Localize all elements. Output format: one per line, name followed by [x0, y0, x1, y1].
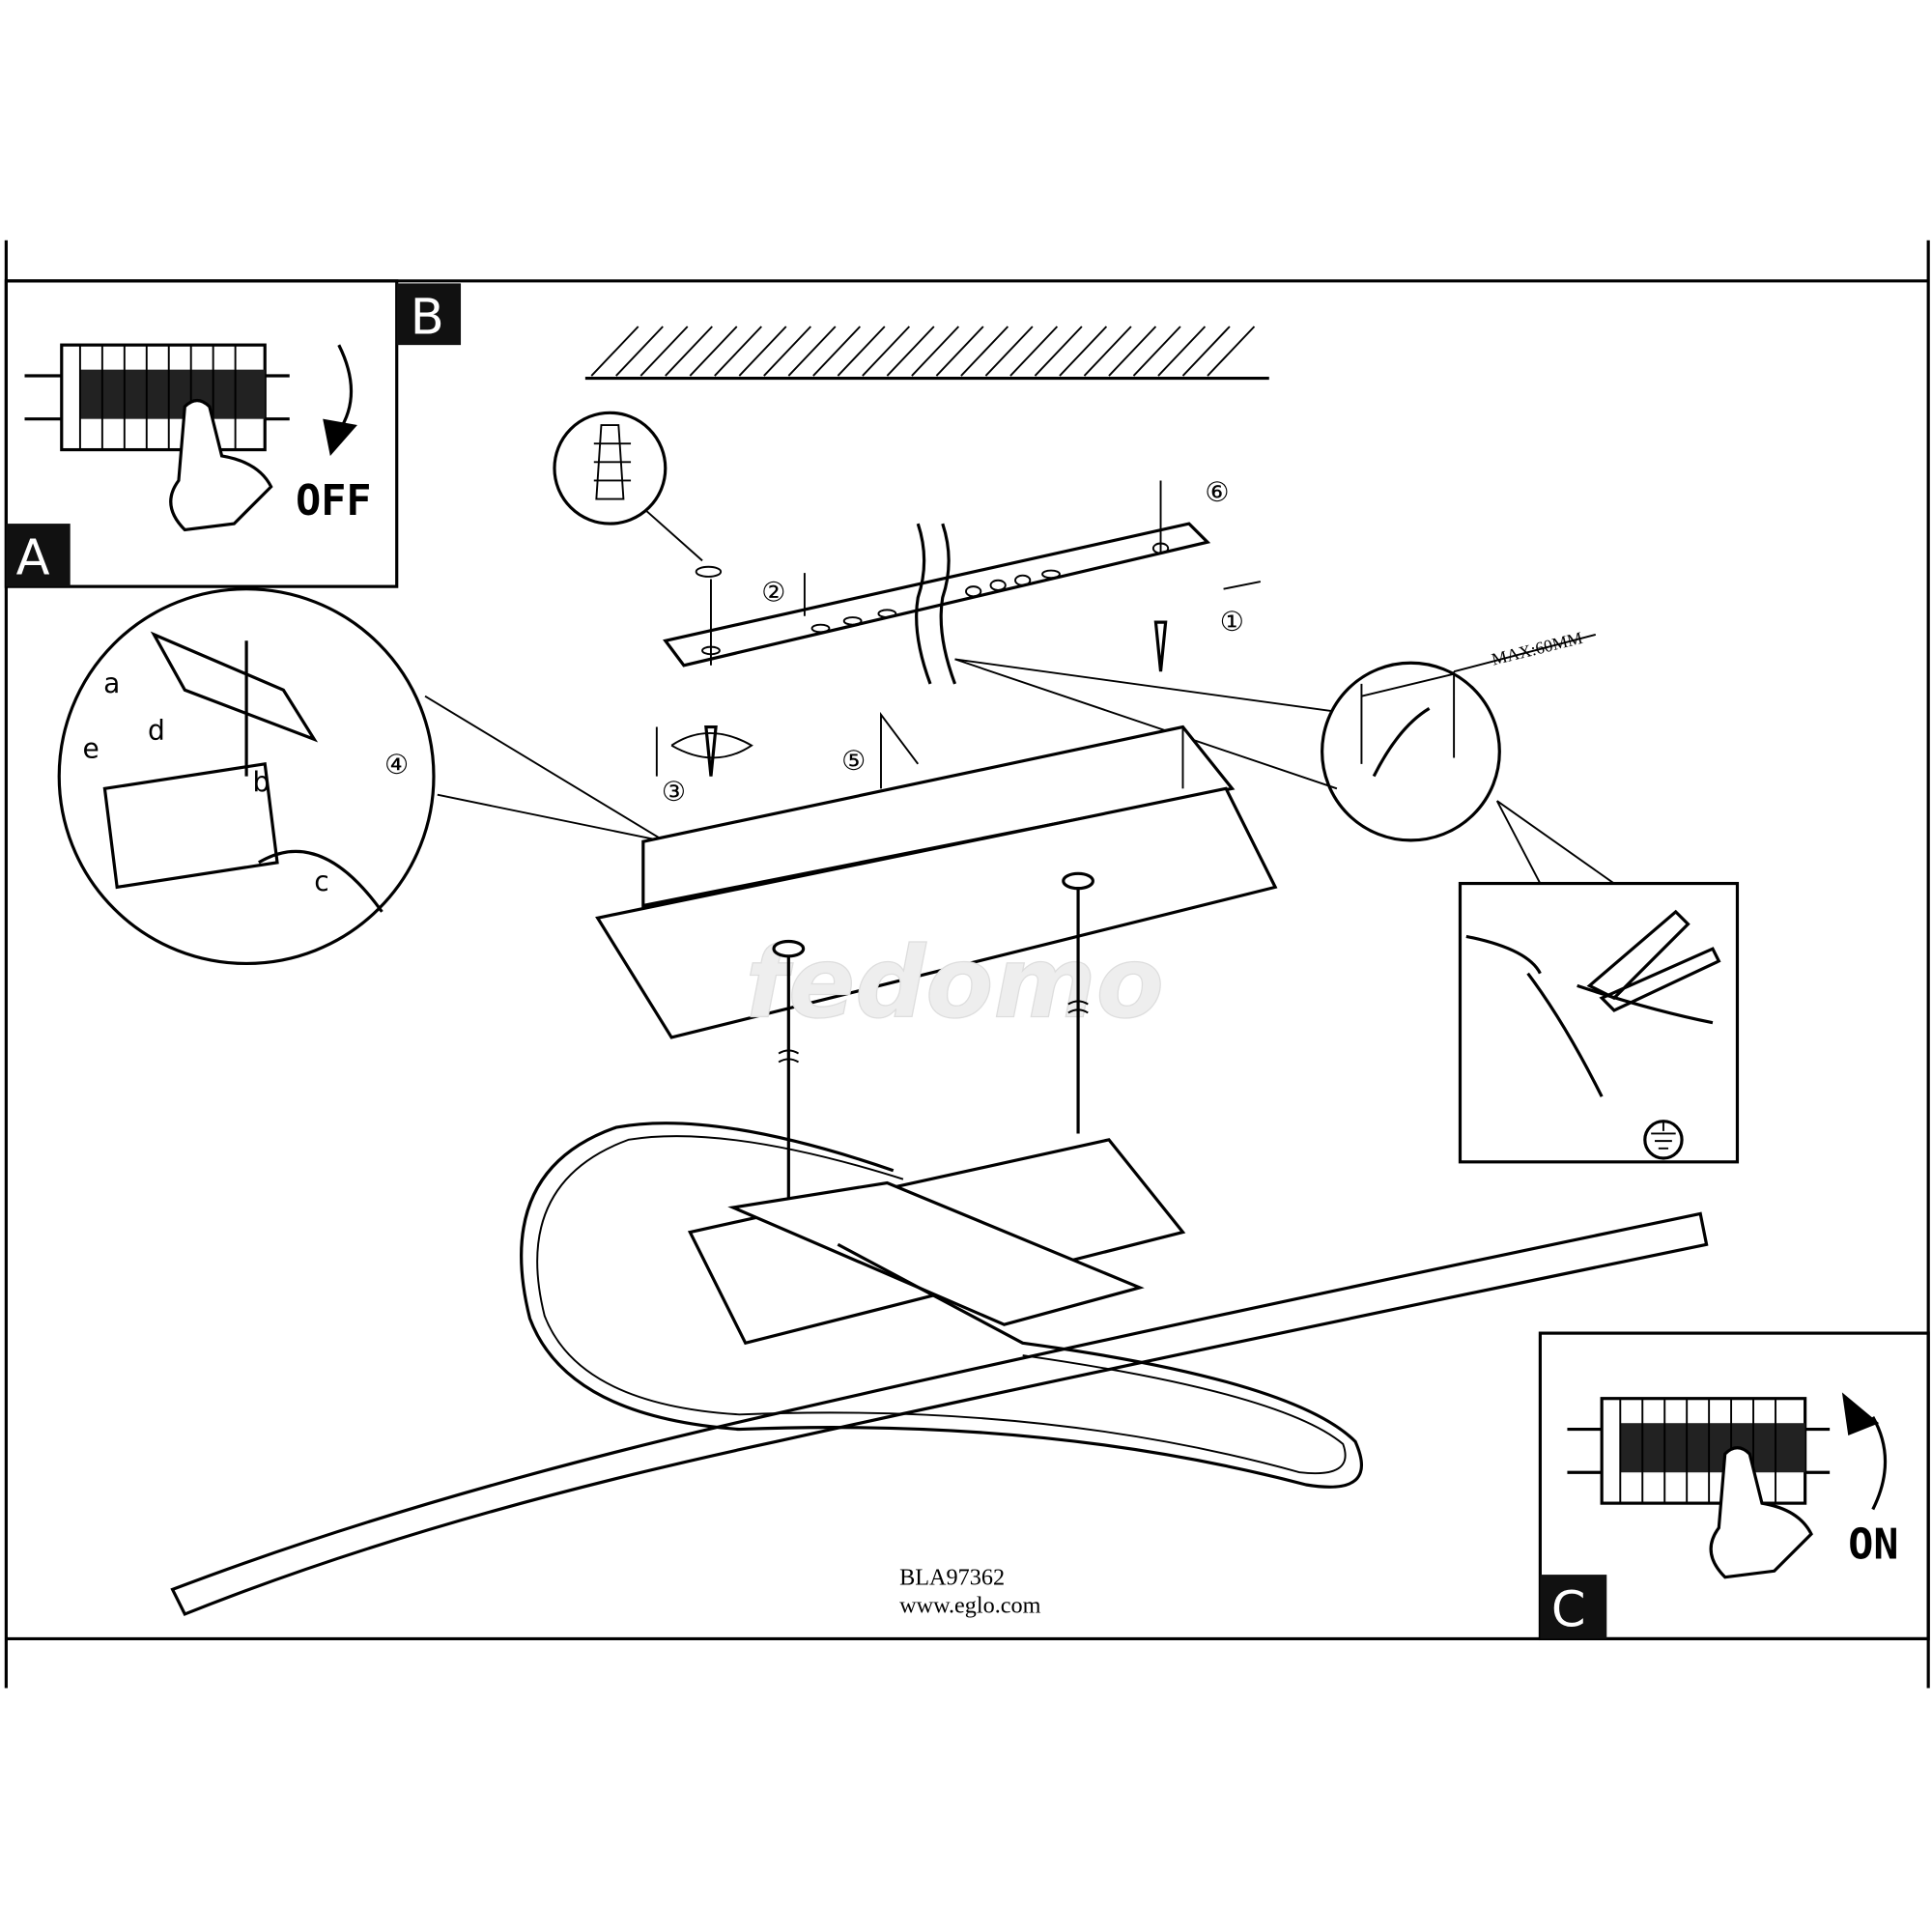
rotate-arrow-icon	[337, 344, 354, 433]
ceiling-canopy	[595, 724, 1278, 1039]
luminaire-body	[170, 1122, 1709, 1616]
step-6: ⑥	[1205, 476, 1229, 508]
wire-letter-d: d	[148, 714, 165, 746]
watermark: fedomo	[746, 925, 1164, 1040]
rotate-arrow-icon	[1871, 1416, 1888, 1511]
step-1: ①	[1220, 606, 1244, 638]
on-label: ON	[1848, 1521, 1898, 1570]
wire-letter-c: c	[314, 866, 328, 897]
label-b-box	[396, 283, 462, 346]
off-label: OFF	[296, 477, 371, 526]
breaker-icon	[24, 343, 290, 452]
label-c-box	[1540, 1575, 1607, 1639]
step-4: ④	[384, 749, 409, 781]
wall-plug-detail	[553, 411, 723, 578]
step-3: ③	[662, 776, 686, 808]
mounting-bracket	[663, 480, 1211, 777]
step-2: ②	[761, 576, 785, 608]
max-length-label: MAX:60MM	[1490, 628, 1584, 669]
model-number: BLA97362	[899, 1564, 1005, 1590]
ground-icon	[1643, 1120, 1684, 1160]
step-markers: ① ② ③ ④ ⑤ ⑥	[384, 476, 1262, 808]
label-a: A	[16, 529, 50, 586]
breaker-icon	[1567, 1397, 1831, 1505]
hand-icon	[1709, 1446, 1813, 1579]
suspension-wires	[772, 871, 1094, 1202]
label-a-box	[6, 524, 71, 587]
label-c: C	[1551, 1582, 1586, 1639]
wire-letter-e: e	[82, 732, 99, 764]
wire-letter-b: b	[252, 766, 270, 798]
website: www.eglo.com	[899, 1593, 1041, 1619]
terminal-block-detail: a b c d e	[57, 587, 667, 966]
panel-breaker-on: C ON	[1538, 1331, 1930, 1641]
step-5: ⑤	[841, 745, 866, 777]
label-b: B	[411, 290, 444, 347]
wire-letter-a: a	[103, 668, 120, 699]
ceiling-hatch	[584, 326, 1269, 381]
wire-stripping-detail	[1458, 800, 1740, 1164]
hand-icon	[169, 398, 273, 532]
panel-breaker-off: B A OFF	[4, 279, 462, 588]
